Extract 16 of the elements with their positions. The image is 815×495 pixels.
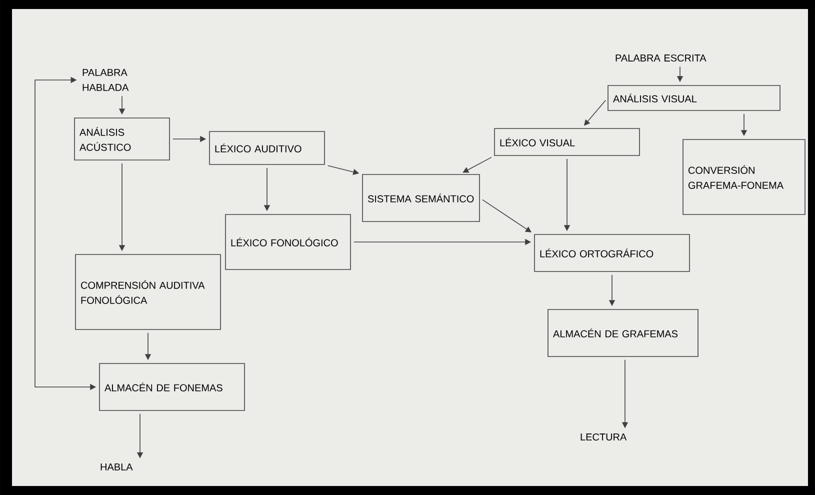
process-box: LÉXICO ORTOGRÁFICO [534, 234, 690, 272]
process-box: ALMACÉN DE GRAFEMAS [548, 309, 698, 357]
process-box: ALMACÉN DE FONEMAS [99, 363, 245, 411]
process-box: LÉXICO VISUAL [494, 128, 640, 156]
process-box: LÉXICO FONOLÓGICO [225, 214, 351, 270]
text-label: PALABRA HABLADA [82, 69, 129, 91]
process-box: ANÁLISIS VISUAL [608, 85, 780, 111]
process-box: ANÁLISIS ACÚSTICO [74, 118, 170, 160]
process-box: LÉXICO AUDITIVO [209, 131, 325, 165]
process-box: SISTEMA SEMÁNTICO [362, 174, 480, 222]
arrow [462, 156, 492, 173]
process-box: CONVERSIÓN GRAFEMA-FONEMA [682, 139, 806, 215]
text-label: PALABRA ESCRITA [616, 54, 706, 62]
text-label: LECTURA [580, 433, 627, 441]
process-box: COMPRENSIÓN AUDITIVA FONOLÓGICA [75, 254, 221, 330]
text-label: HABLA [100, 464, 133, 470]
